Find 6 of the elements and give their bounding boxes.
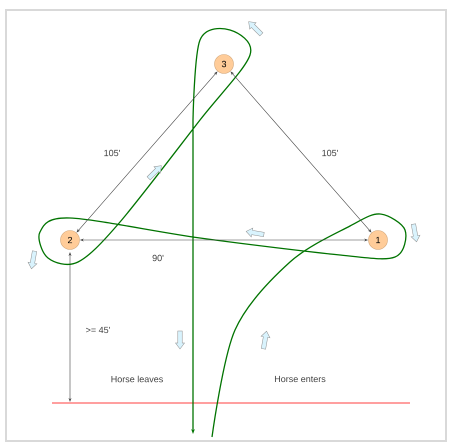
- distance-label: 90': [151, 254, 165, 262]
- text-label: Horse enters: [273, 374, 327, 384]
- text-label: Horse leaves: [110, 374, 164, 384]
- distance-label: >= 45': [84, 326, 112, 334]
- distance-label: 105': [320, 148, 340, 158]
- distance-label: 105': [102, 148, 122, 158]
